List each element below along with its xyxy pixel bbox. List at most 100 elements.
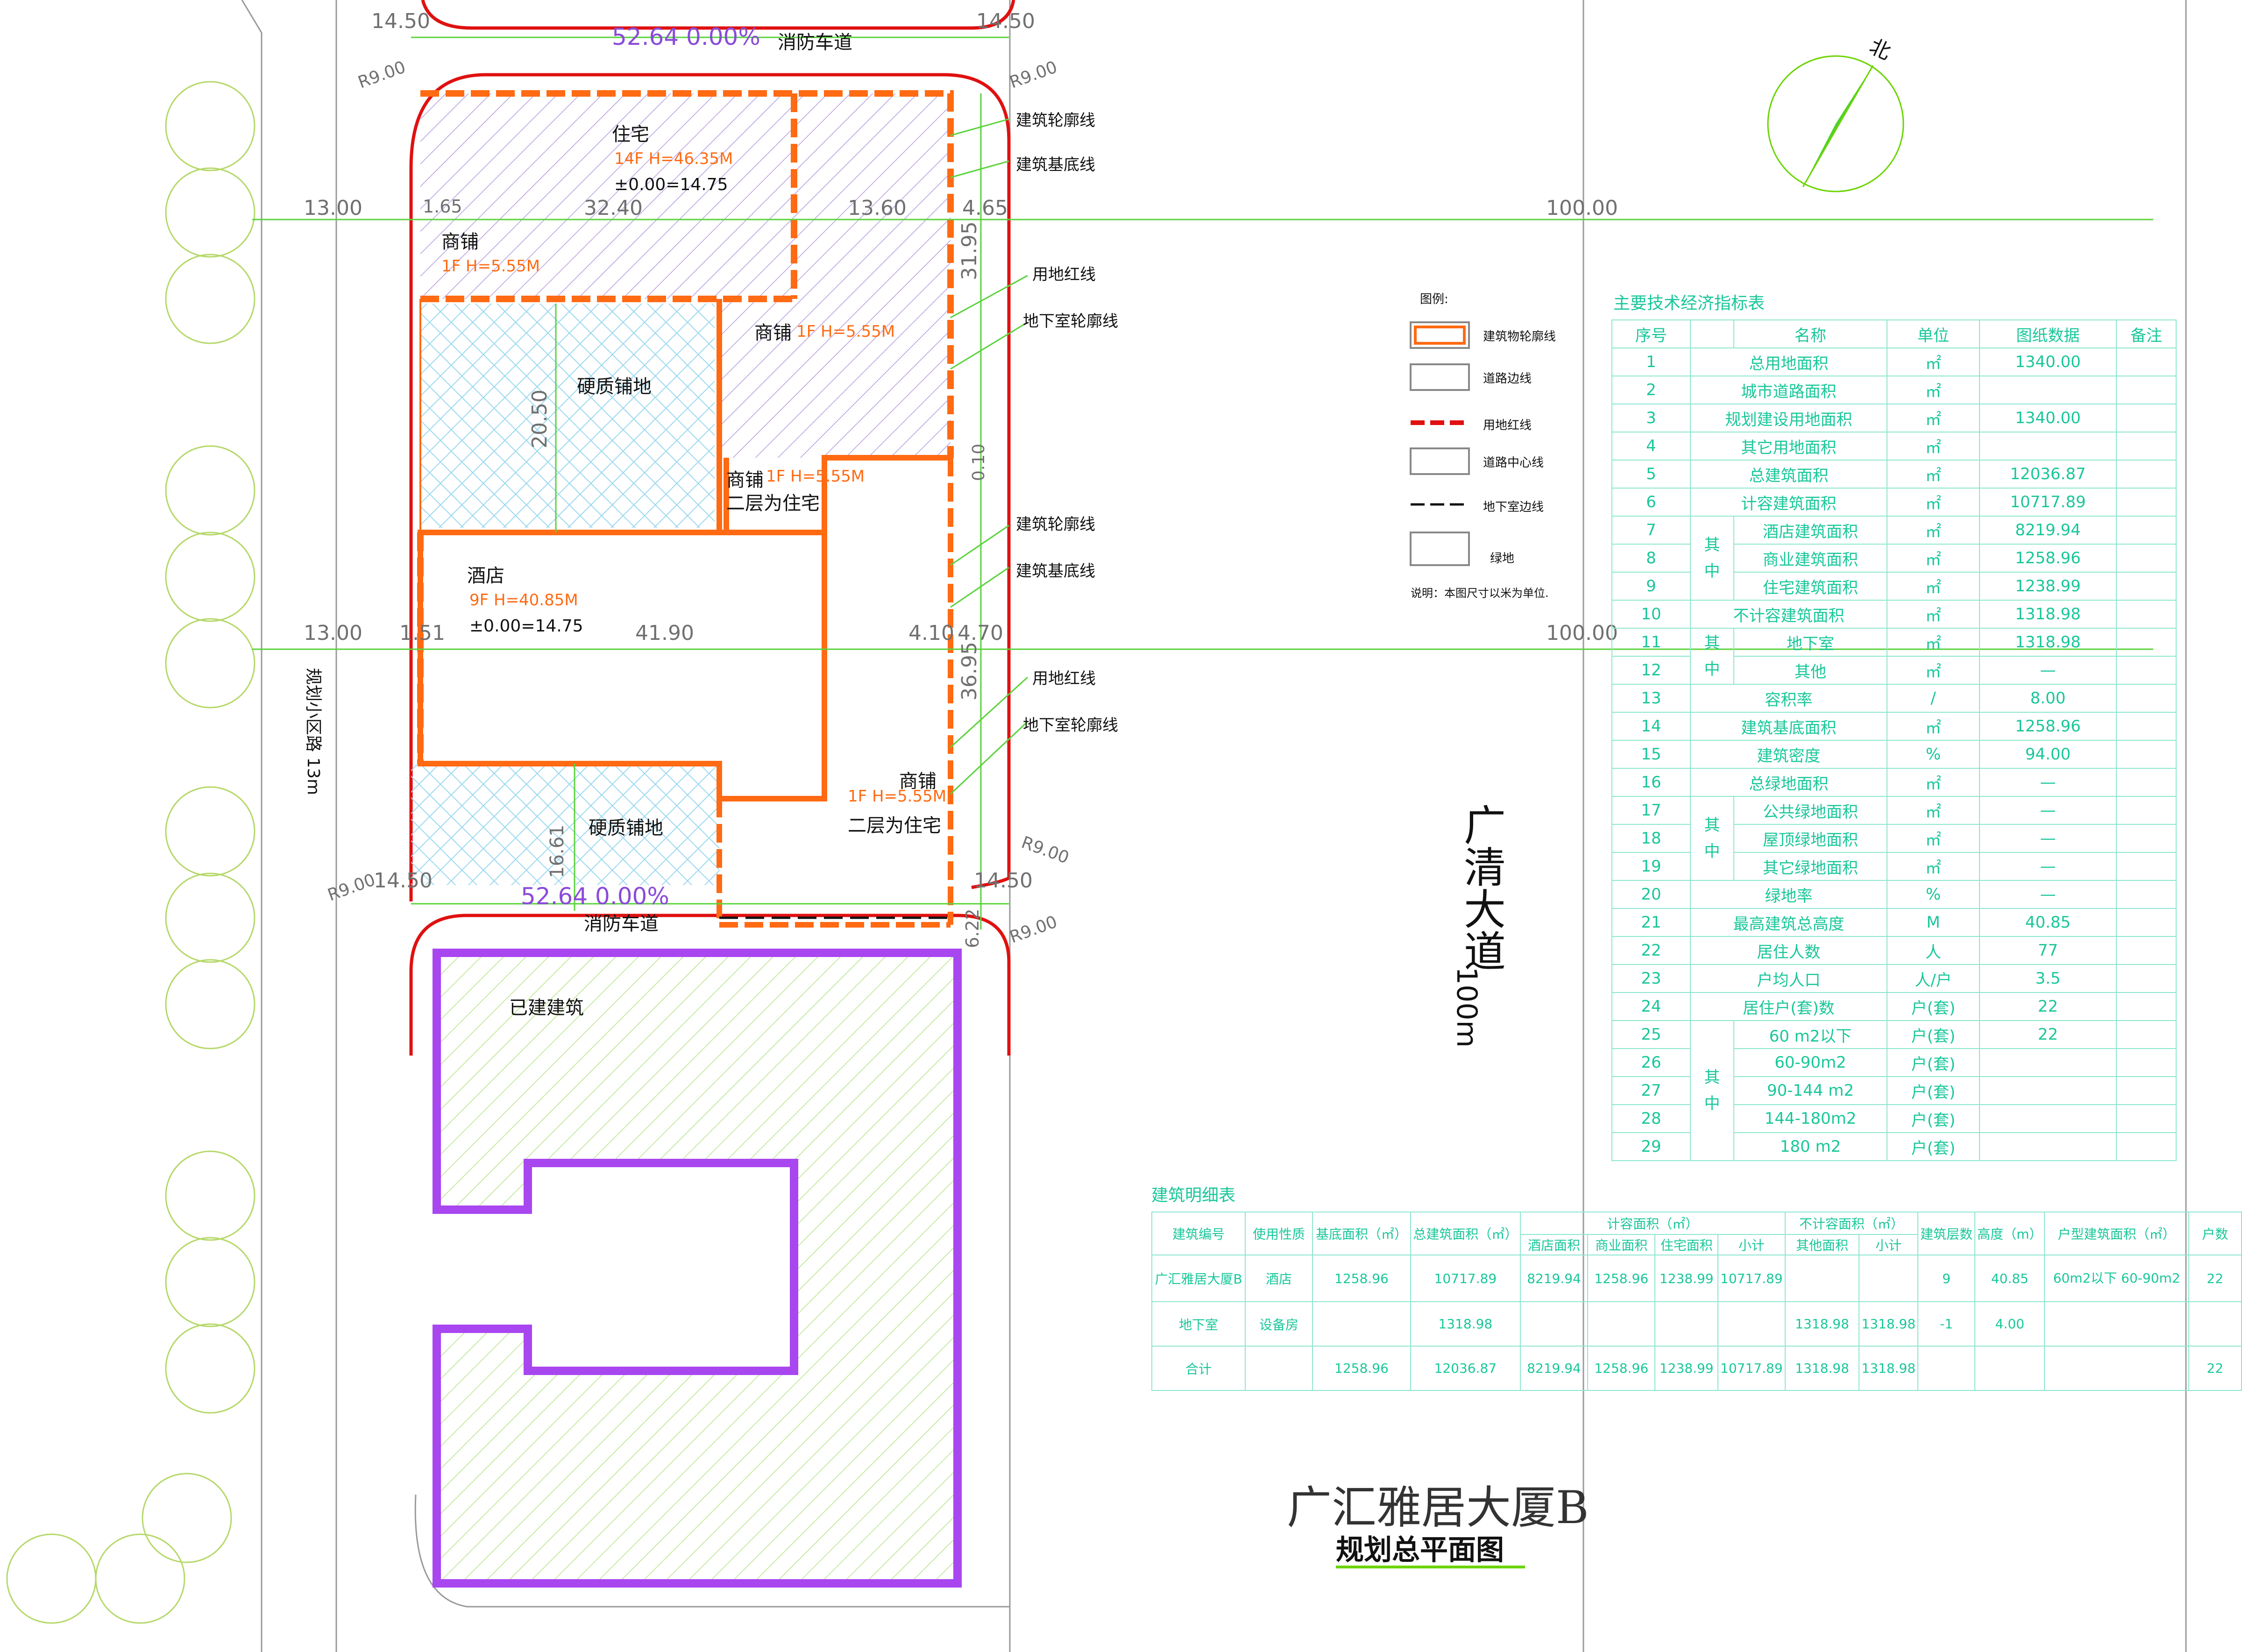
table-cell: ㎡ [1887,404,1980,432]
dim-hotel-width: 41.90 [635,621,694,645]
table-cell: 其它绿地面积 [1733,852,1887,881]
dim-side-road: 13.00 [304,621,362,645]
dim-depth-a: 31.95 [958,221,981,280]
table-cell: 20 [1611,880,1691,909]
table-cell: 1258.96 [1979,544,2117,573]
table-cell: 酒店 [1244,1255,1313,1302]
col-header: 小计 [1859,1234,1919,1255]
table-cell [2116,572,2177,601]
main-road-width: 100m [1450,967,1483,1048]
legend-item: 道路中心线 [1483,456,1544,470]
dim-width-a: 32.40 [584,196,643,220]
dim-main-road: 100.00 [1546,196,1618,220]
table-cell: 其它用地面积 [1690,432,1887,461]
table-cell: 1318.98 [1859,1301,1919,1347]
table-cell: — [1979,880,2117,909]
callout-basement: 地下室轮廓线 [1023,312,1118,331]
table-cell: 90-144 m2 [1733,1076,1887,1105]
table-cell [2116,347,2177,376]
hotel-elevation: ±0.00=14.75 [469,617,583,636]
table-cell: 15 [1611,740,1691,769]
table-cell: 屋顶绿地面积 [1733,824,1887,853]
table-cell: 18 [1611,824,1691,853]
table-cell: ㎡ [1887,796,1980,825]
table-cell: 4 [1611,432,1691,461]
callout-outline: 建筑轮廓线 [1016,111,1095,130]
table-cell: — [1979,768,2117,797]
table-cell: 60m2以下 60-90m2 [2044,1255,2189,1302]
fire-lane-top: 消防车道 [778,32,852,53]
table-cell: 1318.98 [1784,1346,1860,1391]
table-cell [2116,544,2177,573]
table-cell: 容积率 [1690,684,1887,713]
table-cell [1979,1104,2117,1133]
table-cell [1979,432,2117,461]
dim-setback-west: 1.51 [399,621,445,645]
table-cell [2116,432,2177,461]
table-cell: 2 [1611,376,1691,404]
street-trees [6,81,255,1624]
table-cell: — [1979,852,2117,881]
hotel-height: 9F H=40.85M [469,591,578,610]
table-cell: 总建筑面积 [1690,460,1887,489]
dim-setback-east-b: 4.70 [958,621,1003,645]
paving-area-bottom [411,764,719,885]
col-header: 序号 [1611,319,1691,348]
table-cell: 28 [1611,1104,1691,1133]
table-cell: 27 [1611,1076,1691,1105]
table-cell: 26 [1611,1048,1691,1077]
table-cell: 17 [1611,796,1691,825]
table-cell: 总绿地面积 [1690,768,1887,797]
col-header: 住宅面积 [1654,1234,1719,1255]
col-header: 户型建筑面积（㎡） [2044,1212,2189,1255]
col-header: 建筑编号 [1151,1212,1246,1255]
residence-label: 住宅 [612,124,649,145]
table-cell: 5 [1611,460,1691,489]
col-group-header: 不计容面积（㎡） [1784,1212,1919,1235]
col-header: 户数 [2188,1212,2242,1255]
tech-table-panel: .tt { border-collapse:collapse; font-fam… [1611,290,2177,1161]
table-cell: ㎡ [1887,768,1980,797]
table-cell: 其中 [1690,1020,1734,1161]
table-cell [2116,1104,2177,1133]
table-cell: 19 [1611,852,1691,881]
table-cell: 10717.89 [1717,1346,1786,1391]
table-cell [2116,964,2177,993]
table-cell [2116,1048,2177,1077]
table-cell: 9 [1917,1255,1976,1302]
table-cell: ㎡ [1887,712,1980,741]
hotel-label: 酒店 [467,565,504,587]
dim-paving-depth: 20.50 [528,390,552,448]
table-cell: 1238.99 [1654,1255,1719,1302]
table-cell [2116,768,2177,797]
table-cell: 60-90m2 [1733,1048,1887,1077]
table-cell: 77 [1979,936,2117,965]
building-outlines [417,90,954,928]
table-cell [2116,488,2177,517]
shop-b-label: 商铺 [754,322,792,344]
table-cell: 180 m2 [1733,1132,1887,1161]
col-header: 备注 [2116,319,2177,348]
table-cell [2116,740,2177,769]
col-header: 总建筑面积（㎡） [1410,1212,1521,1255]
col-header: 小计 [1717,1234,1786,1255]
legend-item: 地下室边线 [1483,500,1544,514]
table-cell [2116,376,2177,404]
table-cell: 8.00 [1979,684,2117,713]
table-cell: ㎡ [1887,852,1980,881]
col-header: 商业面积 [1587,1234,1656,1255]
table-cell: 1238.99 [1979,572,2117,601]
table-cell: 居住人数 [1690,936,1887,965]
table-cell: -1 [1917,1301,1976,1347]
table-cell: % [1887,880,1980,909]
dim-bottom-left: 14.50 [374,869,433,893]
table-cell: 地下室 [1151,1301,1246,1347]
